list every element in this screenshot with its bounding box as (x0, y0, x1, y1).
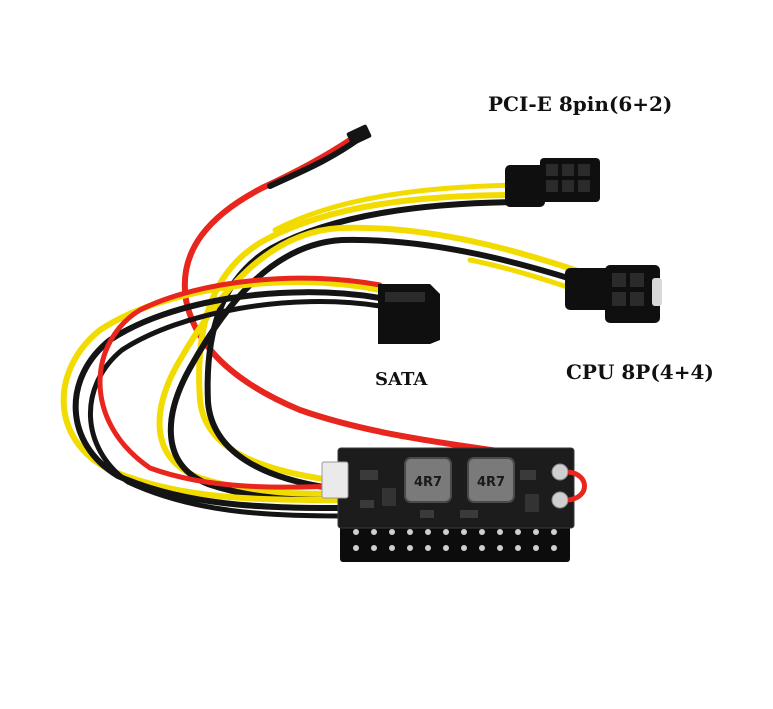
pcie-label: PCI-E 8pin(6+2) (488, 92, 673, 116)
black-wire-left-loop (72, 289, 383, 511)
board-wire-connector (321, 461, 349, 499)
yellow-wire-left-loop (60, 279, 383, 503)
sata-connector (378, 284, 440, 344)
red-wire-long (181, 137, 563, 463)
black-wire-left-loop-2 (88, 299, 383, 519)
cpu-8pin-connector (565, 265, 662, 323)
red-wire-left-loop (97, 275, 383, 490)
black-wire-top (267, 135, 363, 189)
cpu-label: CPU 8P(4+4) (566, 360, 714, 384)
pcb-board (321, 447, 587, 562)
inductor-2-marking: 4R7 (477, 475, 505, 490)
black-wire-cpu-1 (167, 236, 615, 503)
inductor-1 (404, 457, 452, 503)
wire-harness (60, 135, 615, 519)
small-2pin-connector (346, 124, 372, 146)
atx-24pin-header (340, 520, 570, 562)
terminal-1 (551, 463, 569, 481)
sata-label: SATA (375, 369, 428, 390)
inductor-2 (467, 457, 515, 503)
terminal-2 (551, 491, 569, 509)
pcie-8pin-connector (505, 158, 600, 207)
inductor-1-marking: 4R7 (414, 475, 442, 490)
yellow-wire-pcie-2 (272, 182, 528, 233)
header-pins (353, 529, 557, 551)
